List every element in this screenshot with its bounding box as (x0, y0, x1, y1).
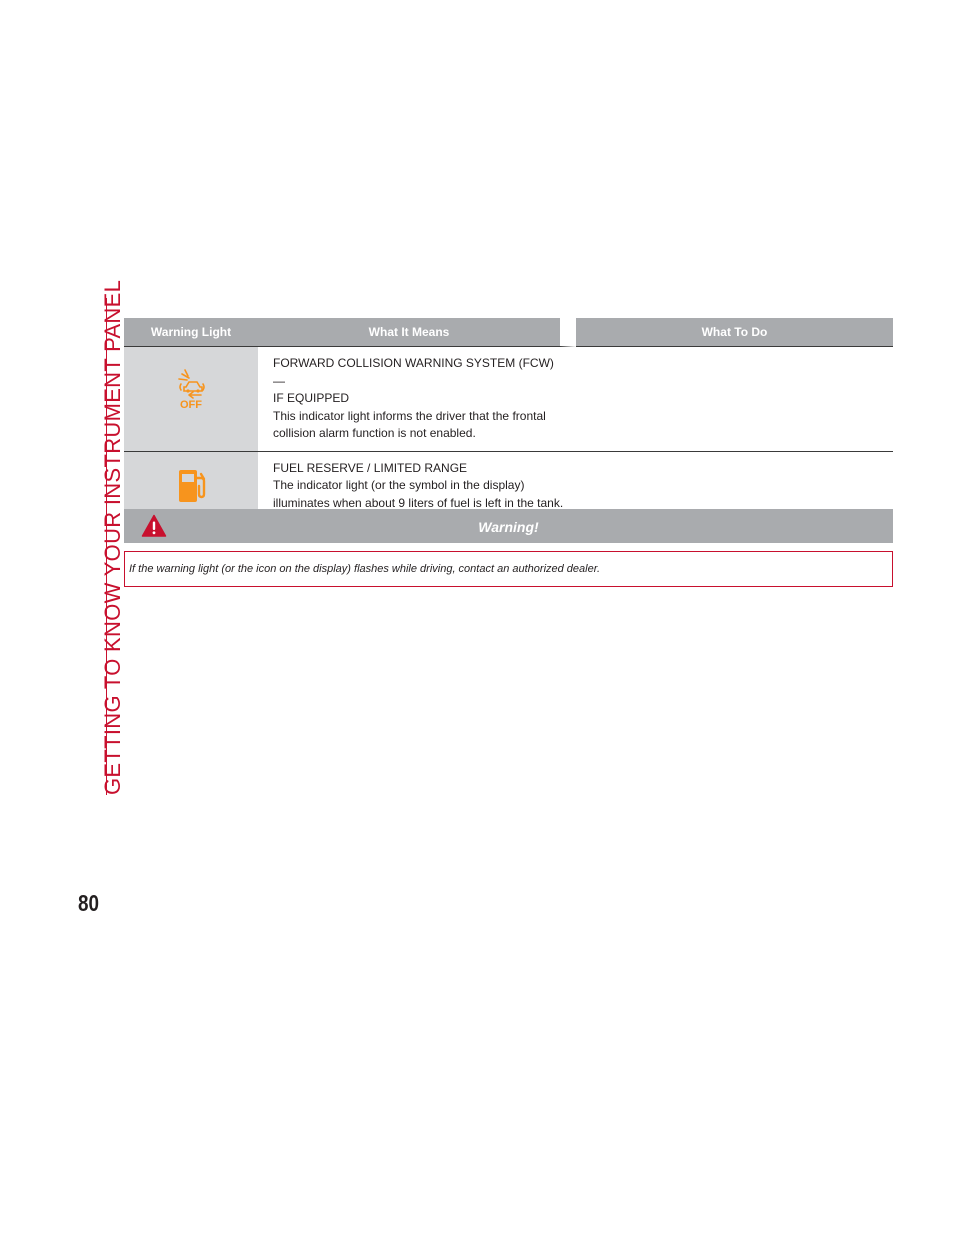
header-what-it-means: What It Means (258, 318, 576, 347)
what-to-do-cell (576, 347, 893, 452)
warning-title: Warning! (478, 519, 539, 535)
warning-light-cell: OFF (124, 347, 258, 452)
means-line: This indicator light informs the driver … (273, 408, 546, 423)
page-number: 80 (78, 890, 99, 916)
header-warning-light: Warning Light (124, 318, 258, 347)
warning-triangle-icon (141, 514, 167, 543)
forward-collision-warning-off-icon: OFF (173, 367, 209, 415)
means-line: illuminates when about 9 liters of fuel … (273, 495, 564, 510)
fuel-pump-icon (173, 466, 209, 512)
what-it-means-cell: FORWARD COLLISION WARNING SYSTEM (FCW) —… (258, 347, 576, 452)
table-header-row: Warning Light What It Means What To Do (124, 318, 893, 347)
table-row: OFF FORWARD COLLISION WARNING SYSTEM (FC… (124, 347, 893, 452)
means-line: The indicator light (or the symbol in th… (273, 478, 525, 492)
means-line: FORWARD COLLISION WARNING SYSTEM (FCW) — (273, 356, 554, 388)
warning-box: If the warning light (or the icon on the… (124, 551, 893, 587)
warning-lights-table: Warning Light What It Means What To Do (124, 318, 893, 537)
chapter-title: GETTING TO KNOW YOUR INSTRUMENT PANEL (100, 279, 125, 795)
means-line: IF EQUIPPED (273, 391, 350, 405)
chapter-rule (106, 298, 107, 795)
warning-header: Warning! (124, 509, 893, 543)
icon-off-label: OFF (180, 399, 202, 409)
what-it-means-cell: FUEL RESERVE / LIMITED RANGE The indicat… (258, 452, 576, 537)
warning-text: If the warning light (or the icon on the… (129, 563, 601, 575)
means-line: FUEL RESERVE / LIMITED RANGE (273, 460, 468, 475)
means-line: collision alarm function is not enabled. (273, 426, 476, 440)
header-what-to-do: What To Do (576, 318, 893, 347)
